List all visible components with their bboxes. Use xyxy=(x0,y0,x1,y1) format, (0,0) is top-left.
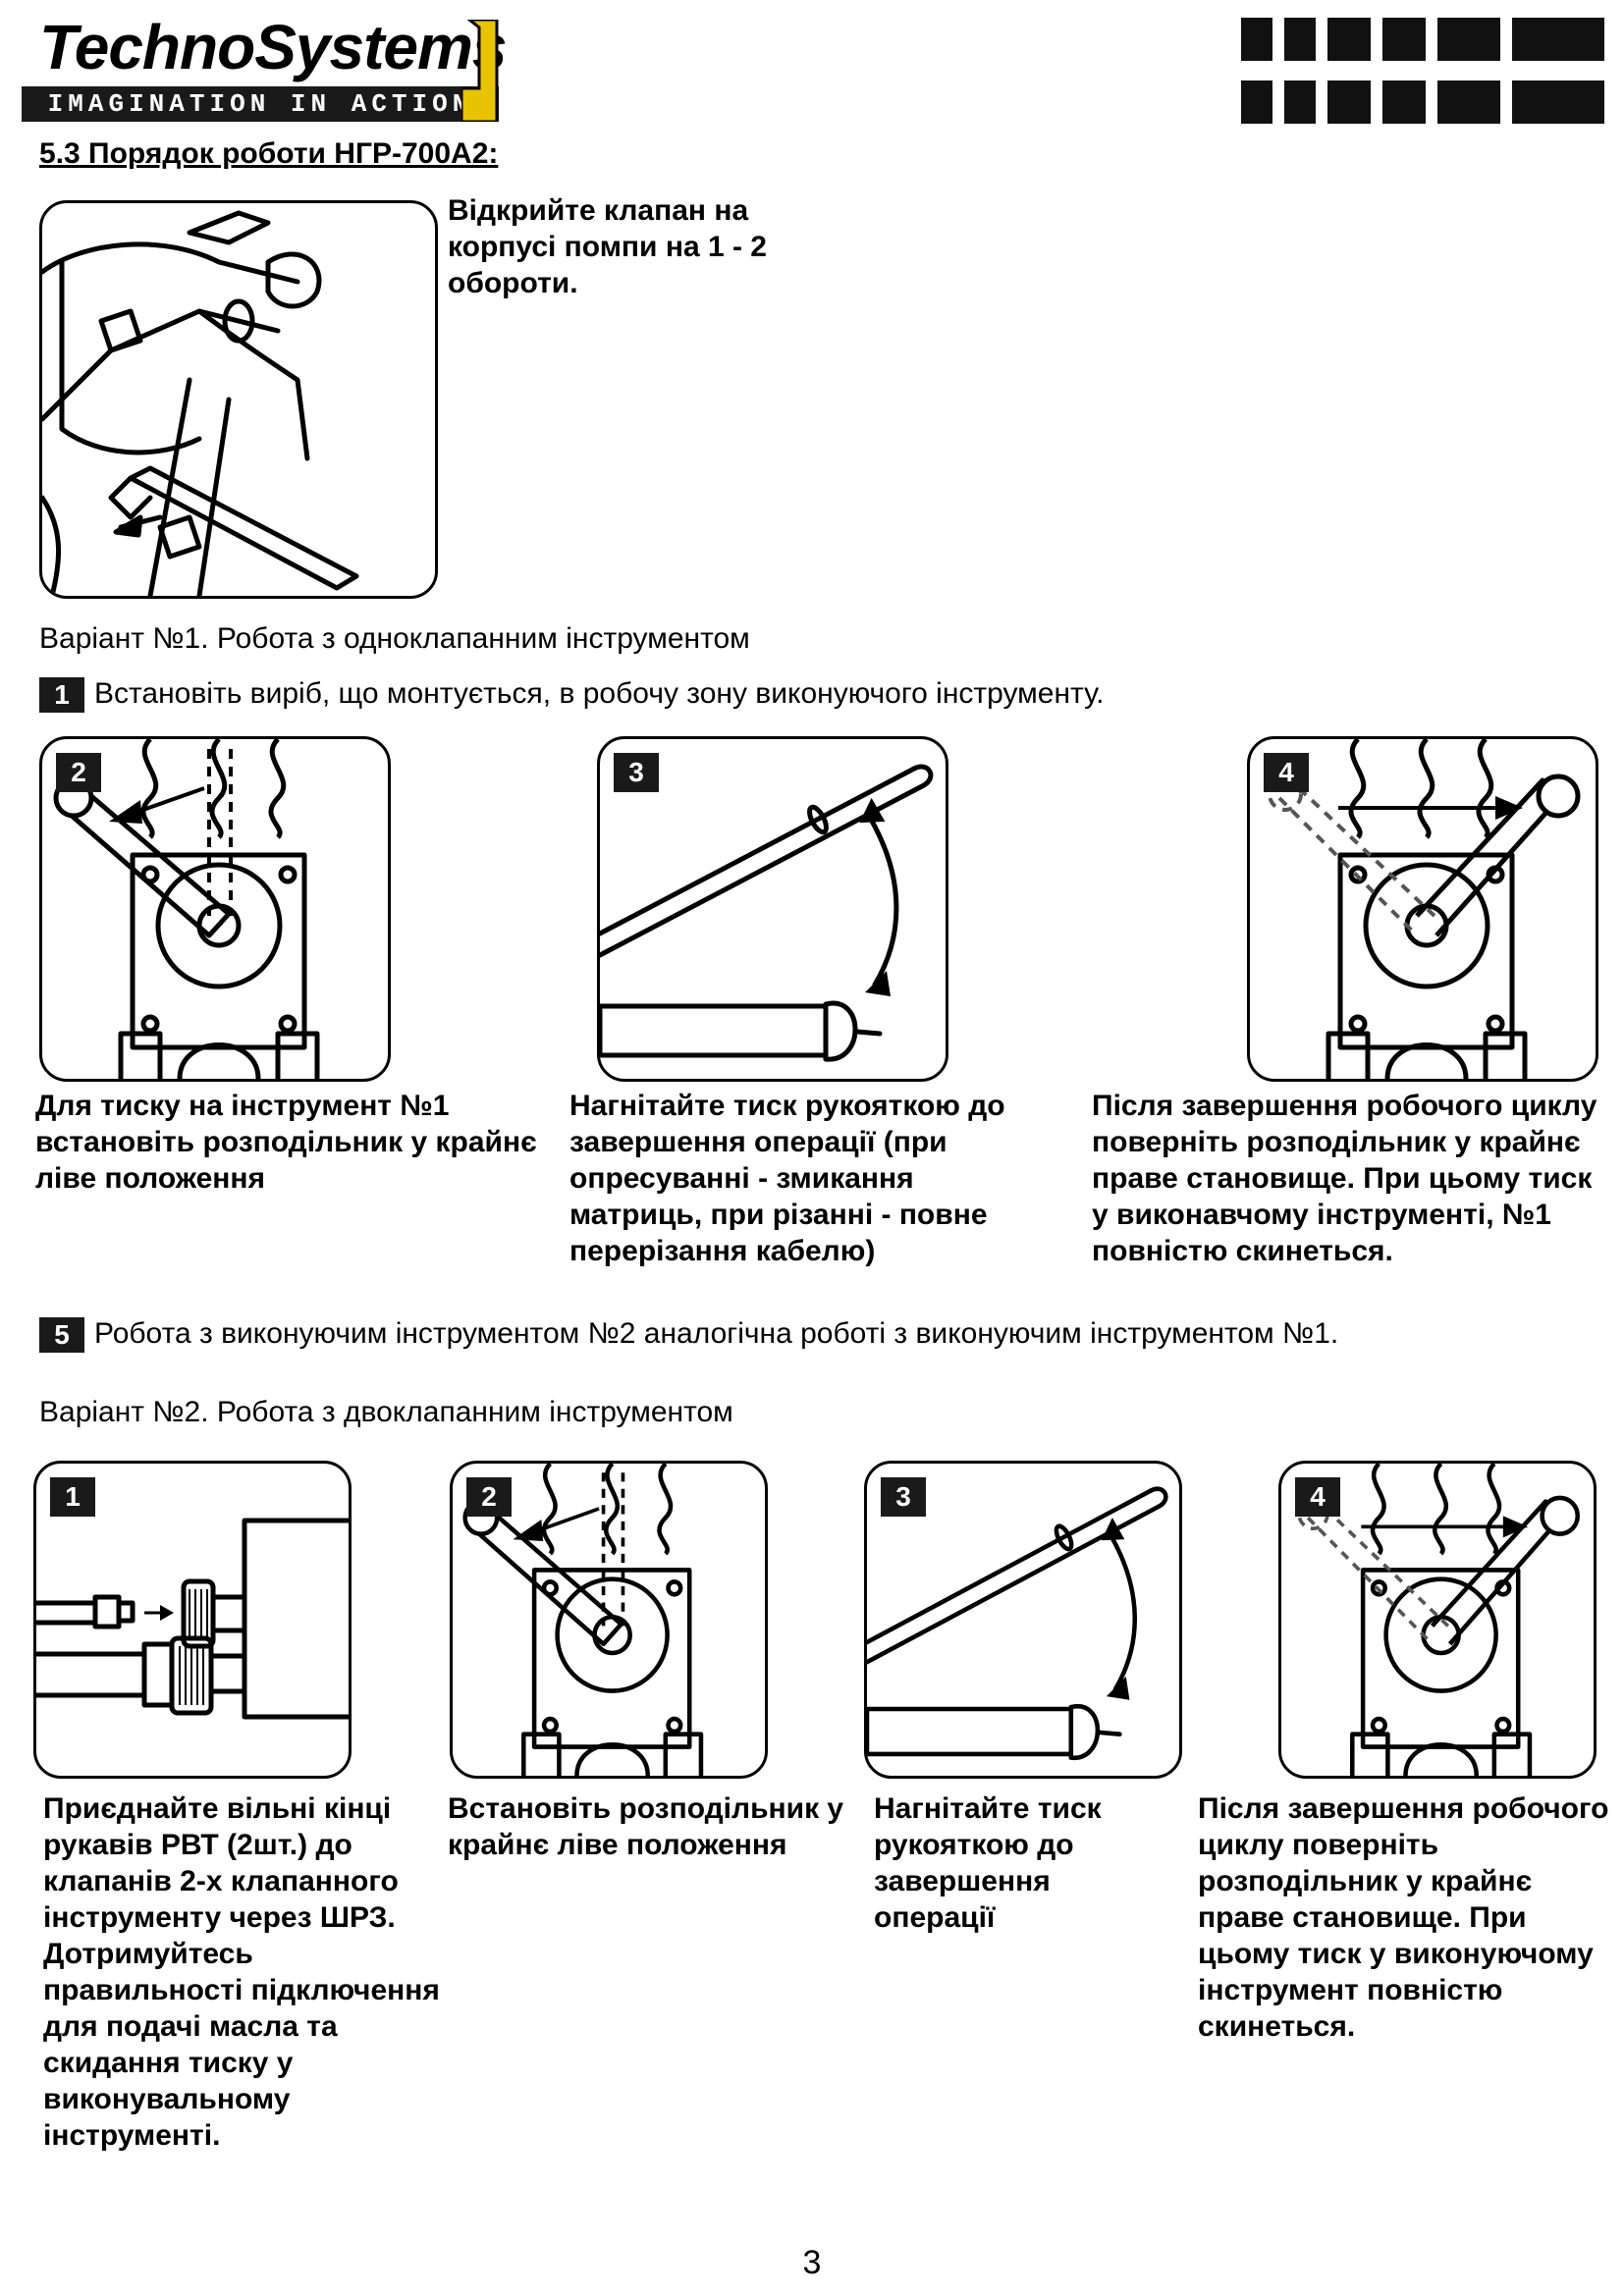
v2-panel-distributor-right: 4 xyxy=(1278,1461,1597,1779)
panel-badge: 2 xyxy=(56,753,101,792)
panel-badge: 3 xyxy=(614,753,659,792)
step5-text: Робота з виконуючим інструментом №2 анал… xyxy=(94,1317,1339,1350)
logo-wordmark: TechnoSystems xyxy=(39,12,507,82)
step-badge: 5 xyxy=(39,1317,84,1354)
intro-instruction: Відкрийте клапан на корпусі помпи на 1 -… xyxy=(448,194,767,299)
distributor-right-drawing xyxy=(1268,739,1581,1079)
pump-lever-drawing xyxy=(600,764,934,1062)
v2-panel-pump-lever: 3 xyxy=(864,1461,1182,1779)
distributor-left-drawing xyxy=(53,739,320,1079)
variant1-step1: 1 Встановіть виріб, що монтується, в робо… xyxy=(39,675,1105,714)
v1-caption-4: Після завершення робочого циклу поверніт… xyxy=(1092,1090,1597,1267)
variant1-step5: 5 Робота з виконуючим інструментом №2 ана… xyxy=(39,1315,1339,1354)
panel-badge: 4 xyxy=(1264,753,1309,792)
v2-caption-1: Приєднайте вільні кінці рукавів РВТ (2шт… xyxy=(43,1792,440,2152)
v2-caption-4: Після завершення робочого циклу поверніт… xyxy=(1198,1792,1609,2043)
distributor-right-drawing xyxy=(1297,1464,1580,1776)
logo-accent-shape xyxy=(461,20,499,122)
v1-caption-3: Нагнітайте тиск рукояткою до завершення … xyxy=(569,1090,1005,1267)
v2-caption-3: Нагнітайте тиск рукояткою до завершення … xyxy=(874,1792,1102,1934)
v1-caption-2: Для тиску на інструмент №1 встановіть ро… xyxy=(35,1090,537,1195)
panel-badge: 1 xyxy=(50,1477,95,1517)
v2-caption-2: Встановіть розподільник у крайнє ліве по… xyxy=(448,1792,844,1861)
logo-tagline: IMAGINATION IN ACTION xyxy=(47,89,473,119)
step-badge: 1 xyxy=(39,677,84,714)
distributor-left-drawing xyxy=(462,1464,704,1776)
hose-connection-drawing xyxy=(36,1518,349,1720)
panel-badge: 2 xyxy=(466,1477,512,1517)
panel-badge: 3 xyxy=(881,1477,926,1517)
step1-text: Встановіть виріб, що монтується, в робоч… xyxy=(94,677,1105,710)
page-number: 3 xyxy=(802,2244,822,2281)
intro-pump-illustration xyxy=(39,200,438,599)
v1-panel-distributor-left: 2 xyxy=(39,736,391,1082)
variant1-title: Варіант №1. Робота з одноклапанним інстр… xyxy=(39,622,750,655)
v2-panel-hose-connection: 1 xyxy=(33,1461,352,1779)
v2-panel-distributor-left: 2 xyxy=(450,1461,768,1779)
logo-bar xyxy=(22,86,499,122)
pump-valve-drawing xyxy=(42,210,359,596)
flag-logo-icon xyxy=(1241,18,1604,124)
v1-panel-pump-lever: 3 xyxy=(597,736,948,1082)
panel-badge: 4 xyxy=(1295,1477,1340,1517)
v1-panel-distributor-right: 4 xyxy=(1247,736,1598,1082)
pump-lever-drawing xyxy=(867,1486,1168,1760)
variant2-title: Варіант №2. Робота з двоклапанним інстру… xyxy=(39,1396,733,1428)
section-title: 5.3 Порядок роботи НГР-700А2: xyxy=(39,137,499,170)
